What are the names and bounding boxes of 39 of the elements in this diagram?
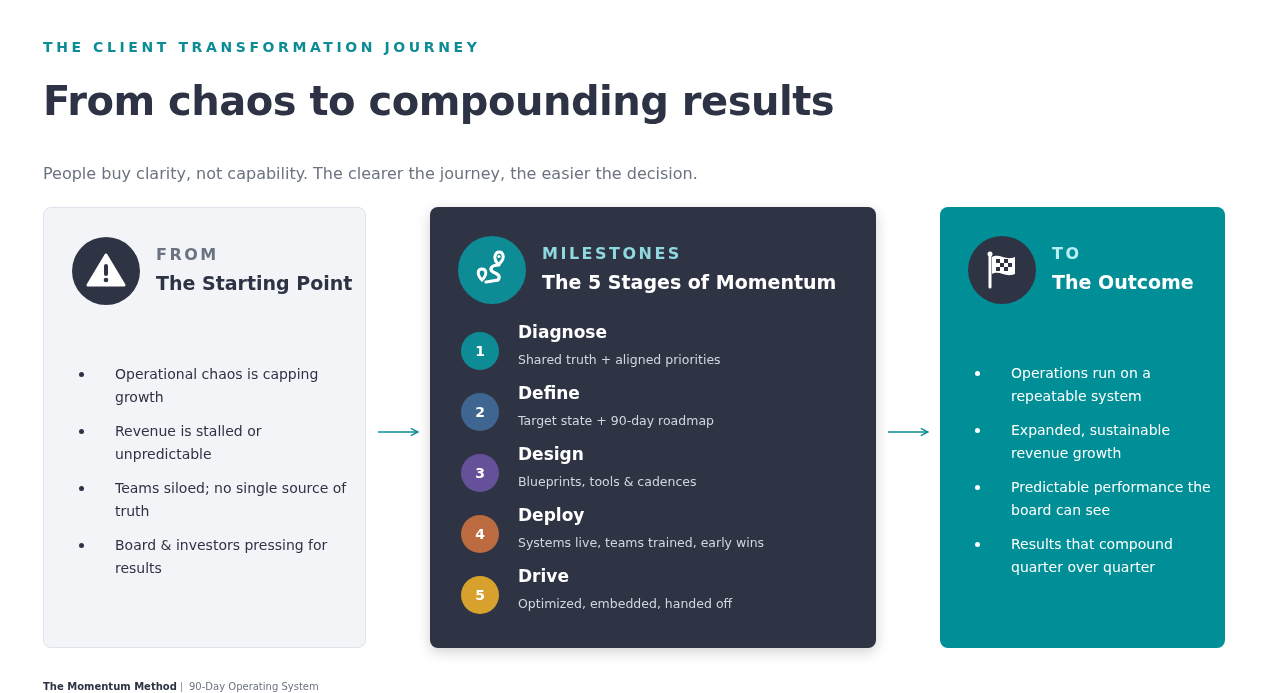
step-description: Systems live, teams trained, early wins — [518, 535, 765, 550]
footer-text: The Momentum Method — [43, 681, 177, 692]
step-number: 3 — [461, 454, 499, 492]
bullet-text: Revenue is stalled or unpredictable — [115, 422, 263, 464]
step-title: Diagnose — [518, 322, 607, 342]
step-title: Design — [518, 444, 584, 464]
card-heading: The 5 Stages of Momentum — [542, 271, 837, 293]
bullet-text: Results that compound quarter over quarter — [1011, 535, 1174, 577]
step-number: 2 — [461, 393, 499, 431]
card-panel — [43, 207, 366, 648]
footer-text: 90-Day Operating System — [189, 681, 319, 692]
card-heading: The Outcome — [1052, 271, 1194, 293]
arrow — [377, 427, 419, 437]
bullet-text: Operational chaos is capping growth — [115, 365, 320, 407]
bullet-text: Board & investors pressing for results — [115, 536, 329, 578]
bullet-text: Predictable performance the board can see — [1011, 478, 1212, 520]
step-title: Deploy — [518, 505, 585, 525]
card-eyebrow: MILESTONES — [542, 244, 682, 263]
heading: From chaos to compounding results — [43, 78, 835, 124]
bullet-text: Operations run on a repeatable system — [1011, 364, 1152, 406]
card-heading: The Starting Point — [156, 272, 353, 294]
subtitle: People buy clarity, not capability. The clearer the journey, the easier the decision. — [43, 164, 698, 183]
arrow — [887, 427, 929, 437]
eyebrow-text: THE CLIENT TRANSFORMATION JOURNEY — [43, 39, 481, 55]
step-description: Target state + 90-day roadmap — [518, 413, 714, 428]
card-eyebrow: TO — [1052, 244, 1082, 263]
step-number: 1 — [461, 332, 499, 370]
step-title: Define — [518, 383, 580, 403]
card-eyebrow: FROM — [156, 245, 219, 264]
step-title: Drive — [518, 566, 569, 586]
step-description: Optimized, embedded, handed off — [518, 596, 733, 611]
step-number: 5 — [461, 576, 499, 614]
step-description: Shared truth + aligned priorities — [518, 352, 721, 367]
bullet-text: Teams siloed; no single source of truth — [115, 479, 348, 521]
bullet-text: Expanded, sustainable revenue growth — [1011, 421, 1172, 463]
card-panel — [940, 207, 1225, 648]
step-description: Blueprints, tools & cadences — [518, 474, 697, 489]
card-panel — [430, 207, 876, 648]
step-number: 4 — [461, 515, 499, 553]
